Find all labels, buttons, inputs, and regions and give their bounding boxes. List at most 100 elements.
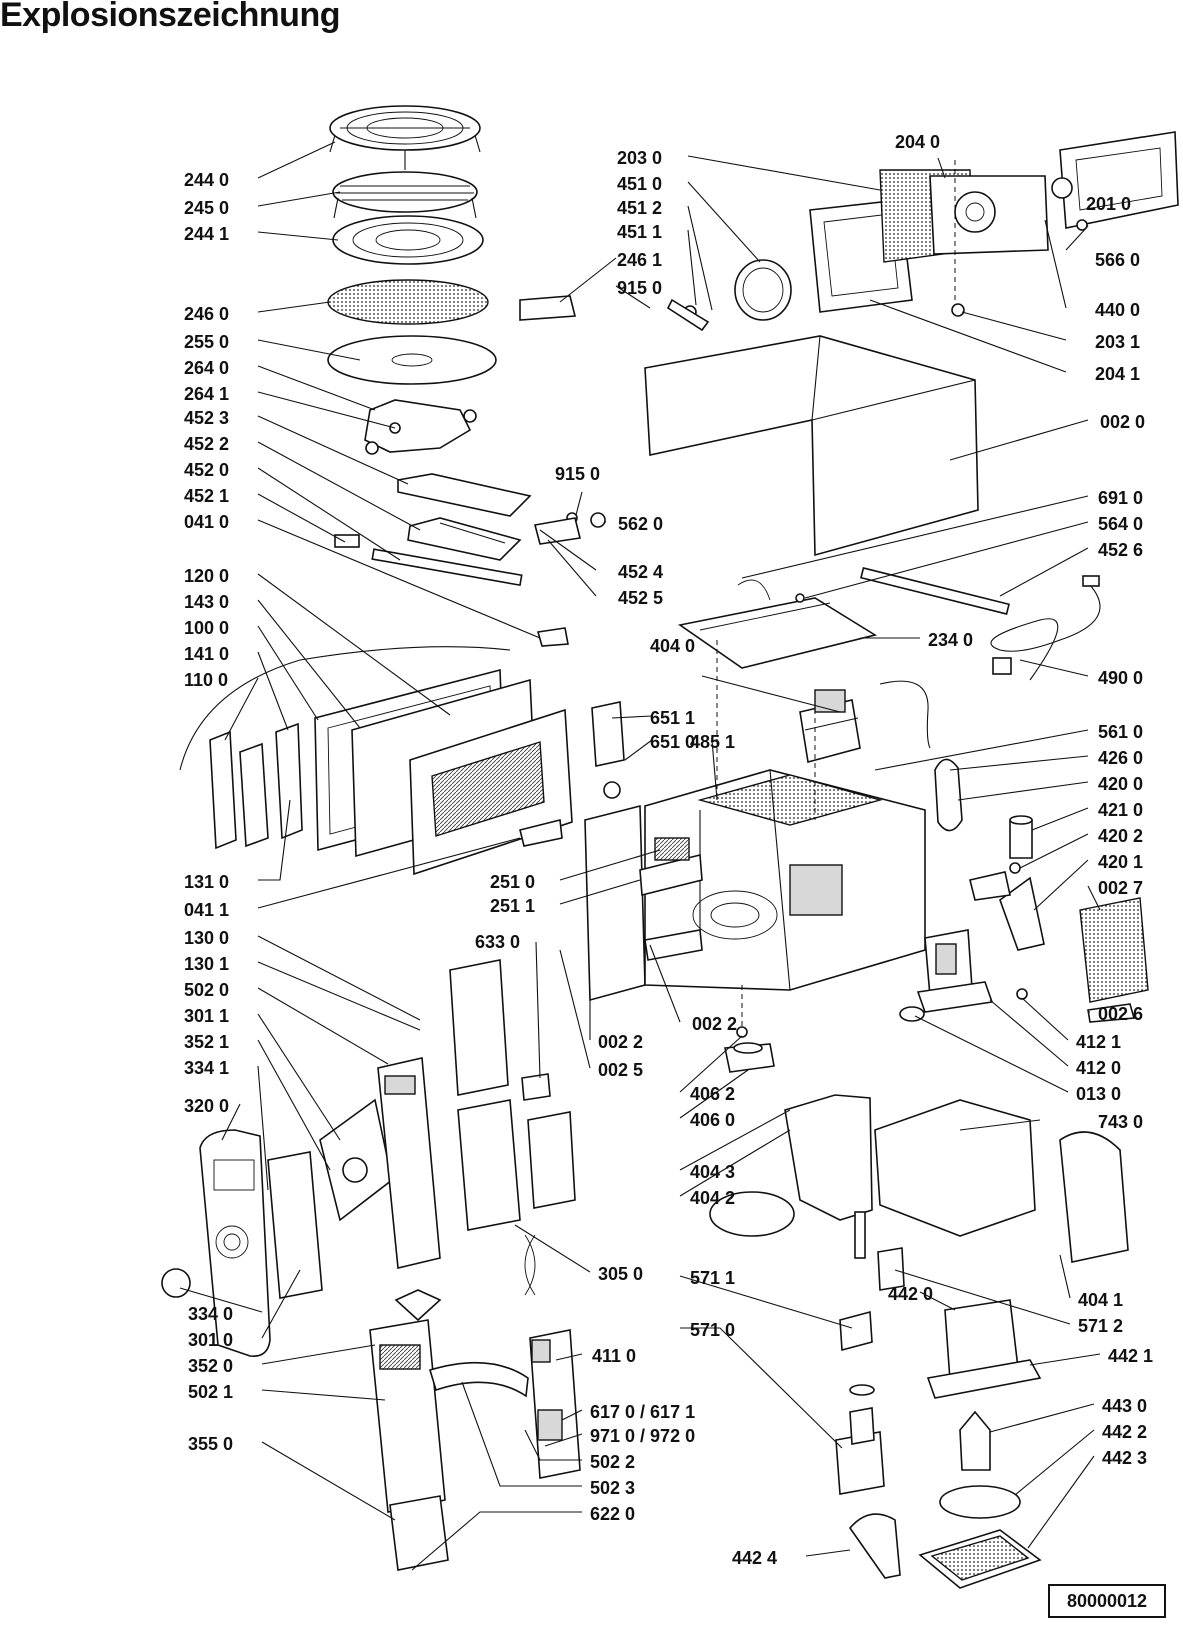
- part-label: 041 0: [184, 512, 229, 532]
- part-label: 420 2: [1098, 826, 1143, 846]
- grill-cover: [397, 473, 532, 517]
- fan-duct: [784, 1094, 873, 1221]
- part-label: 352 1: [184, 1032, 229, 1052]
- fan-housing: [874, 1099, 1036, 1237]
- part-label: 305 0: [598, 1264, 643, 1284]
- part-label: 131 0: [184, 872, 229, 892]
- door-seal: [239, 742, 269, 848]
- part-label: 110 0: [184, 670, 228, 690]
- door-choke: [209, 730, 237, 850]
- board-holder-633: [449, 959, 509, 1096]
- part-label: 571 1: [690, 1268, 735, 1288]
- part-label: 301 0: [188, 1330, 233, 1350]
- part-label: 141 0: [184, 644, 229, 664]
- fan-ring: [734, 259, 792, 321]
- part-label: 264 1: [184, 384, 229, 404]
- part-label: 421 0: [1098, 800, 1143, 820]
- leader-lines: [179, 141, 1101, 1571]
- part-label: 245 0: [184, 198, 229, 218]
- part-label: 246 0: [184, 304, 229, 324]
- harness: [429, 1361, 529, 1398]
- part-label: 691 0: [1098, 488, 1143, 508]
- control-pcb-305: [457, 1099, 521, 1231]
- part-label: 440 0: [1095, 300, 1140, 320]
- control-panel-front: [199, 1129, 271, 1357]
- airguide-4041: [1059, 1131, 1129, 1263]
- part-label: 561 0: [1098, 722, 1143, 742]
- part-label: 251 0: [490, 872, 535, 892]
- outer-case: [644, 335, 979, 557]
- part-label: 485 1: [690, 732, 735, 752]
- crisp-plate: [327, 279, 489, 325]
- part-label: 633 0: [475, 932, 520, 952]
- thermal-fuse-bracket: [536, 627, 569, 647]
- coupler-5711: [839, 1310, 873, 1352]
- part-label: 320 0: [184, 1096, 229, 1116]
- part-label: 406 0: [690, 1110, 735, 1130]
- part-label: 002 5: [598, 1060, 643, 1080]
- part-label: 013 0: [1076, 1084, 1121, 1104]
- part-label: 622 0: [590, 1504, 635, 1524]
- glass-turntable: [327, 335, 497, 385]
- gasket-4422: [939, 1485, 1021, 1519]
- part-label: 120 0: [184, 566, 229, 586]
- part-label: 571 2: [1078, 1316, 1123, 1336]
- door-button: [161, 1268, 191, 1298]
- part-label: 420 0: [1098, 774, 1143, 794]
- power-board: [529, 1329, 581, 1479]
- part-label: 244 1: [184, 224, 229, 244]
- part-label: 571 0: [690, 1320, 735, 1340]
- part-label: 442 0: [888, 1284, 933, 1304]
- door-hook: [275, 722, 303, 840]
- part-label: 002 6: [1098, 1004, 1143, 1024]
- part-label: 971 0 / 972 0: [590, 1426, 695, 1446]
- part-label: 406 2: [690, 1084, 735, 1104]
- oven-cavity: [584, 769, 926, 1002]
- part-label: 426 0: [1098, 748, 1143, 768]
- part-label: 651 1: [650, 708, 695, 728]
- part-label: 452 6: [1098, 540, 1143, 560]
- part-label: 201 0: [1086, 194, 1131, 214]
- part-label: 352 0: [188, 1356, 233, 1376]
- part-label: 452 3: [184, 408, 229, 428]
- part-label: 411 0: [592, 1346, 636, 1366]
- power-cord: [990, 584, 1101, 681]
- display-board: [377, 1057, 441, 1269]
- bracket-2461: [519, 295, 577, 321]
- fan-blade-4424: [848, 1513, 901, 1579]
- part-label: 502 1: [188, 1382, 233, 1402]
- part-label: 130 1: [184, 954, 229, 974]
- part-label: 442 4: [732, 1548, 777, 1568]
- door-switch-plate: [1059, 131, 1179, 229]
- part-label: 442 3: [1102, 1448, 1147, 1468]
- part-label: 404 2: [690, 1188, 735, 1208]
- control-bracket-651: [591, 701, 625, 767]
- part-label: 451 1: [617, 222, 662, 242]
- part-label: 264 0: [184, 358, 229, 378]
- part-label: 420 1: [1098, 852, 1143, 872]
- part-label: 566 0: [1095, 250, 1140, 270]
- part-label: 334 1: [184, 1058, 229, 1078]
- part-label: 355 0: [188, 1434, 233, 1454]
- part-label: 234 0: [928, 630, 973, 650]
- part-label: 251 1: [490, 896, 535, 916]
- part-label: 452 4: [618, 562, 663, 582]
- part-label: 334 0: [188, 1304, 233, 1324]
- part-label: 502 2: [590, 1452, 635, 1472]
- part-label: 203 1: [1095, 332, 1140, 352]
- part-label: 451 2: [617, 198, 662, 218]
- part-label: 442 2: [1102, 1422, 1147, 1442]
- part-label: 743 0: [1098, 1112, 1143, 1132]
- part-label: 442 1: [1108, 1346, 1153, 1366]
- part-label: 404 3: [690, 1162, 735, 1182]
- light-tube: [860, 567, 1010, 615]
- part-label: 143 0: [184, 592, 229, 612]
- grill-rack-high: [329, 105, 481, 170]
- part-label: 651 0: [650, 732, 695, 752]
- page-title: Explosionszeichnung: [0, 0, 340, 34]
- part-label: 617 0 / 617 1: [590, 1402, 695, 1422]
- hv-capacitor: [934, 758, 963, 832]
- part-drawings: [161, 105, 1179, 1589]
- part-label: 301 1: [184, 1006, 229, 1026]
